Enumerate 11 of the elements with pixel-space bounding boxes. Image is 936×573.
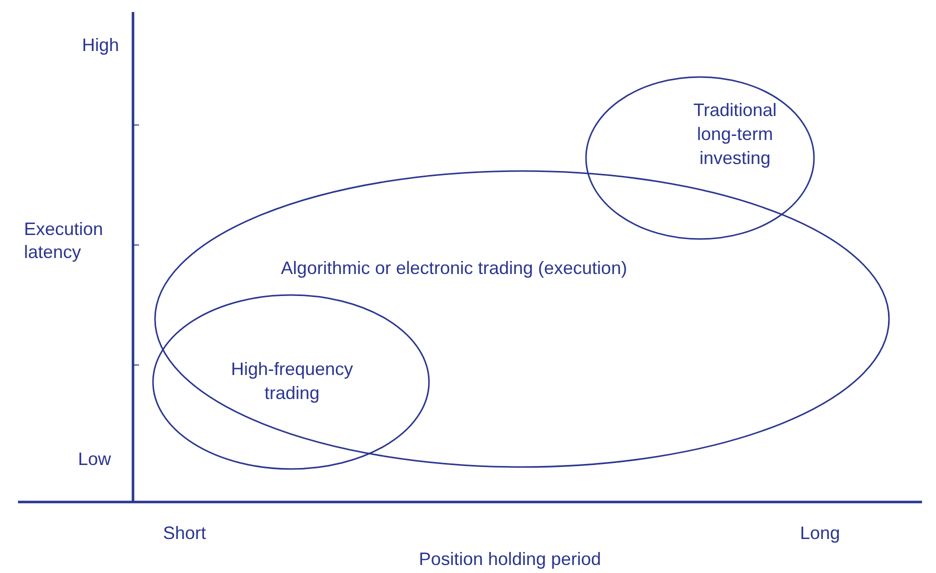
region-label: Traditional long-term investing [692,99,778,170]
region-label: Algorithmic or electronic trading (execution) [280,257,628,280]
axis-tick-label: High [82,34,120,57]
axis-tick-label: Long [800,522,842,545]
axis-title: Position holding period [418,548,602,571]
region-label: High-frequency trading [230,358,354,405]
axis-tick-label: Low [78,448,112,471]
ellipse-region [154,170,890,468]
axis-tick-label: Short [163,522,208,545]
axis-title: Execution latency [24,218,104,264]
ellipse-region [585,76,815,240]
